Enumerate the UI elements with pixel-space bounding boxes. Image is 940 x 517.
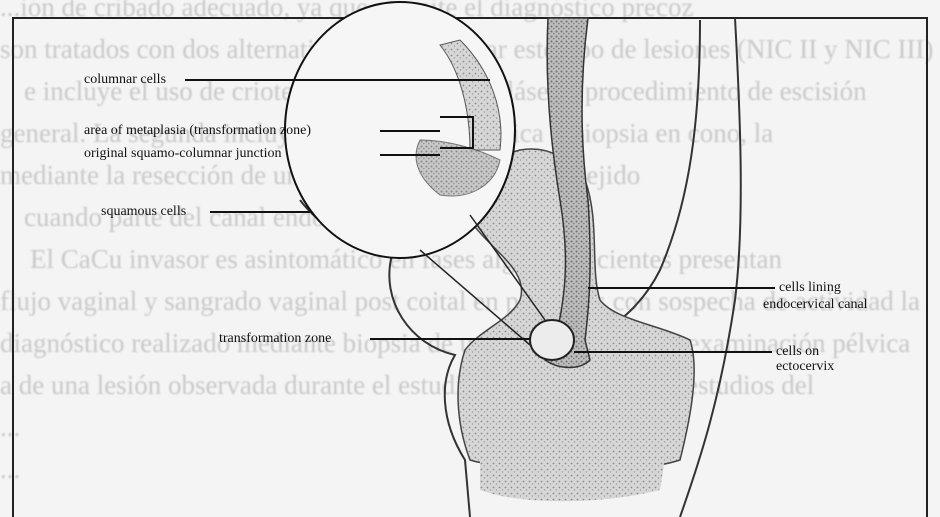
label-endocervical-canal: endocervical canal bbox=[763, 297, 868, 313]
label-columnar-cells: columnar cells bbox=[84, 72, 166, 88]
label-transformation-zone: transformation zone bbox=[219, 331, 331, 347]
transformation-zone-circle bbox=[530, 320, 574, 360]
label-ectocervix: ectocervix bbox=[776, 359, 834, 375]
label-original-junction: original squamo-columnar junction bbox=[84, 146, 282, 162]
label-squamous-cells: squamous cells bbox=[101, 204, 186, 220]
label-cells-on: cells on bbox=[776, 344, 819, 360]
label-area-of-metaplasia: area of metaplasia (transformation zone) bbox=[84, 123, 311, 139]
label-cells-lining: cells lining bbox=[779, 280, 841, 296]
outer-curve-right bbox=[680, 18, 741, 517]
